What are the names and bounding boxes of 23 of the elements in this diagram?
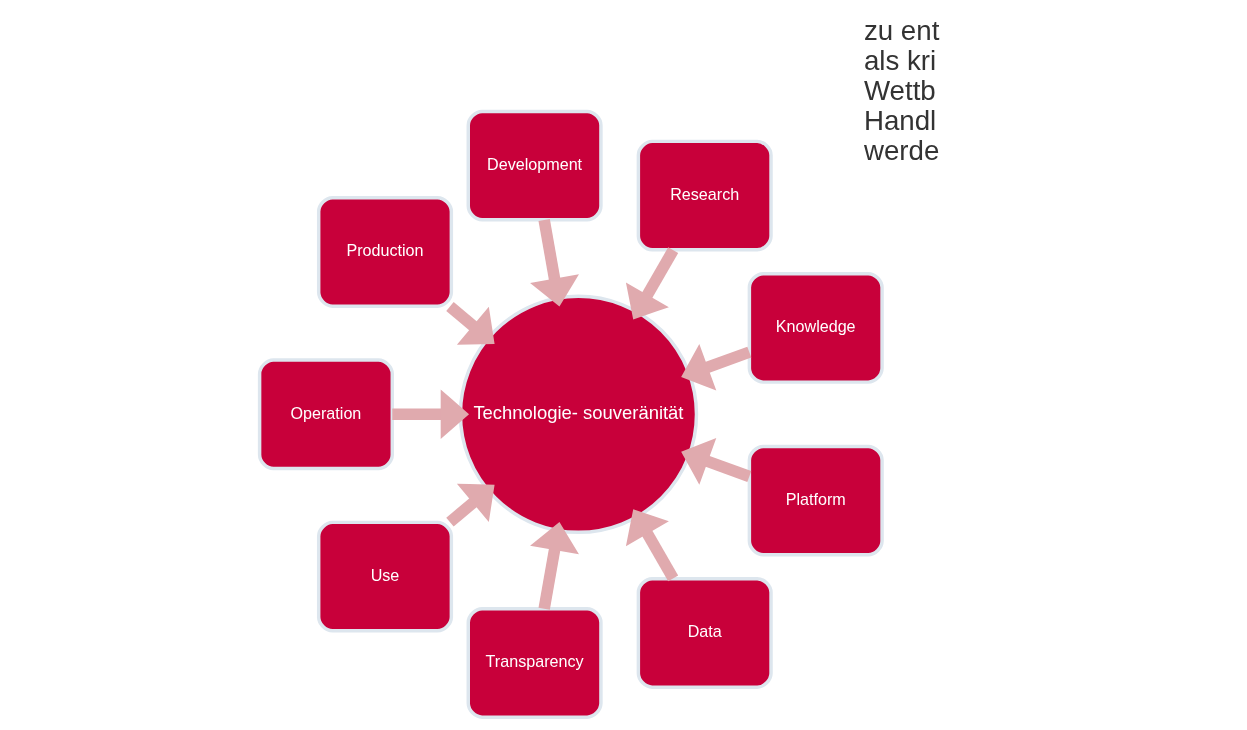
arrow: [530, 522, 579, 610]
label: werde: [863, 134, 940, 166]
node-box: Research: [636, 139, 773, 252]
node-box: Development: [466, 109, 603, 222]
arrow: [446, 302, 495, 345]
arrow: [392, 389, 470, 440]
node-box: Use: [316, 520, 454, 633]
node-box: Transparency: [466, 607, 603, 719]
arrow: [625, 509, 679, 582]
node-box: Knowledge: [747, 271, 884, 384]
node-box: Data: [636, 577, 773, 689]
arrow: [446, 483, 495, 527]
arrow: [681, 438, 752, 485]
label: als kri: [863, 44, 937, 76]
node-box: Production: [316, 196, 454, 308]
node-box: Operation: [257, 358, 394, 471]
arrow: [681, 343, 752, 391]
arrow: [625, 247, 679, 320]
label: Wettb: [863, 74, 936, 106]
node-box: Platform: [747, 444, 884, 557]
arrow: [530, 218, 579, 307]
label: zu ent: [863, 14, 940, 46]
label: Handl: [863, 104, 937, 136]
